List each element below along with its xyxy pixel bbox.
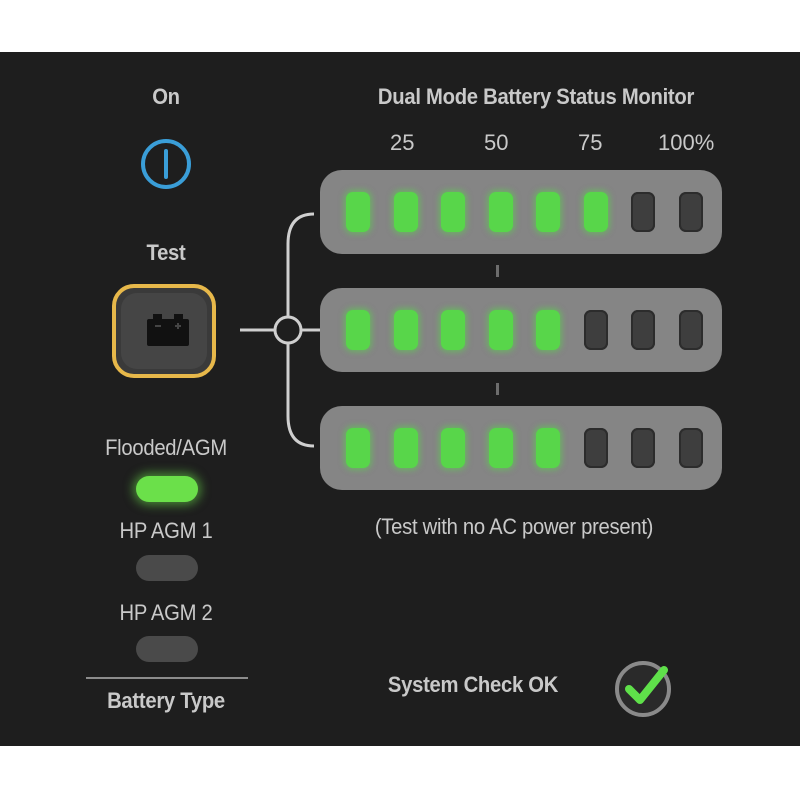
system-check-label: System Check OK <box>387 672 559 697</box>
bracket-connector <box>240 212 320 448</box>
status-led-off <box>631 428 655 468</box>
status-led-lit <box>441 428 465 468</box>
battery-type-divider <box>86 677 248 679</box>
status-led-off <box>631 192 655 232</box>
status-led-off <box>678 428 703 468</box>
status-led-lit <box>346 310 370 350</box>
status-led-lit <box>441 192 465 232</box>
status-led-lit <box>393 310 418 350</box>
monitor-title: Dual Mode Battery Status Monitor <box>377 84 695 109</box>
status-led-lit <box>536 192 560 232</box>
status-led-lit <box>346 428 370 468</box>
status-led-off <box>631 310 655 350</box>
status-led-lit <box>346 192 370 232</box>
status-led-off <box>678 192 703 232</box>
check-circle-icon <box>615 661 671 717</box>
battery-type-title: Battery Type <box>107 688 225 713</box>
status-led-off <box>678 310 703 350</box>
test-note: (Test with no AC power present) <box>374 514 654 539</box>
status-bar-1 <box>320 170 722 254</box>
status-led-off <box>583 428 608 468</box>
battery-type-flooded-agm-indicator[interactable] <box>136 476 198 502</box>
test-button[interactable] <box>112 284 216 378</box>
battery-type-hp-agm-1-label: HP AGM 1 <box>119 518 213 543</box>
power-label: On <box>152 84 180 109</box>
scale-label-50: 50 <box>484 130 509 155</box>
bar-separator-tick <box>496 265 499 277</box>
status-led-lit <box>488 428 513 468</box>
battery-type-hp-agm-2-label: HP AGM 2 <box>119 600 213 625</box>
status-led-lit <box>488 310 513 350</box>
status-led-lit <box>536 310 560 350</box>
test-label: Test <box>146 240 186 265</box>
scale-label-100: 100% <box>658 130 715 155</box>
battery-type-hp-agm-2-indicator[interactable] <box>136 636 198 662</box>
power-button[interactable] <box>138 136 194 192</box>
scale-label-25: 25 <box>390 130 415 155</box>
bar-separator-tick <box>496 383 499 395</box>
status-bar-2 <box>320 288 722 372</box>
battery-type-flooded-agm-label: Flooded/AGM <box>105 435 227 460</box>
power-icon <box>141 139 191 189</box>
scale-label-75: 75 <box>578 130 603 155</box>
status-led-lit <box>488 192 513 232</box>
status-led-lit <box>536 428 560 468</box>
status-led-off <box>583 310 608 350</box>
battery-icon <box>147 314 189 346</box>
status-bar-3 <box>320 406 722 490</box>
battery-type-hp-agm-1-indicator[interactable] <box>136 555 198 581</box>
status-led-lit <box>583 192 608 232</box>
status-led-lit <box>393 428 418 468</box>
status-led-lit <box>441 310 465 350</box>
control-panel <box>0 52 800 746</box>
status-led-lit <box>393 192 418 232</box>
